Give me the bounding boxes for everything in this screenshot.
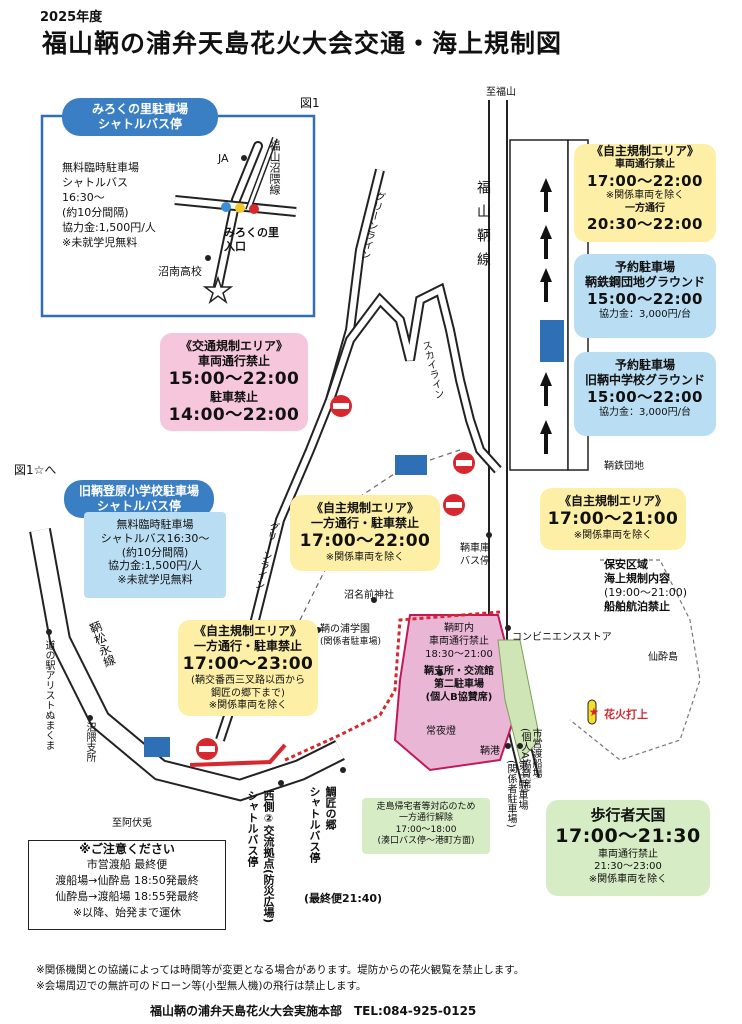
- to-abuto-label: 至阿伏兎: [112, 818, 152, 829]
- west2-label: 西側②交流拠点(防災広場): [262, 790, 275, 924]
- tomo-line-label: 福山鞆線: [475, 180, 491, 276]
- tai-sato-label: 鯛匠の郷: [324, 786, 337, 830]
- tomo-bus-stop: 鞆車庫バス停: [460, 543, 490, 567]
- kaijo-info: 保安区域海上規制内容 (19:00～21:00)船舶航泊禁止: [604, 558, 687, 613]
- last-bus-label: (最終便21:40): [304, 892, 383, 905]
- restriction-route-dashed: [284, 610, 501, 762]
- inset-parking-pill: みろくの里駐車場シャトルバス停: [62, 98, 218, 136]
- callout-yoyaku1: 予約駐車場 鞆鉄鋼団地グラウンド 15:00～22:00 協力金：3,000円/…: [574, 254, 716, 338]
- notice-box: ※ご注意ください 市営渡船 最終便 渡船場→仙酔島 18:50発最終 仙酔島→渡…: [28, 840, 226, 930]
- callout-shima: 走島帰宅者等対応のため一方通行解除 17:00～18:00(湊口バス停～港町方面…: [362, 798, 490, 854]
- callout-kotsu: 《交通規制エリア》 車両通行禁止 15:00～22:00 駐車禁止 14:00～…: [160, 333, 308, 431]
- footer-org: 福山鞆の浦弁天島花火大会実施本部 TEL:084-925-0125: [150, 1004, 477, 1018]
- fig1-link: 図1☆へ: [14, 463, 57, 477]
- shuttle-stop-label: シャトルバス停: [246, 790, 259, 867]
- svg-text:★: ★: [589, 705, 600, 719]
- star-icon: [202, 275, 234, 305]
- ja-label: JA: [218, 152, 229, 165]
- tomocho-info: 鞆町内車両通行禁止 18:30～21:00 鞆支所・交流館 第二駐車場 (個人B…: [424, 623, 494, 703]
- entrance-label: みろくの里入口: [224, 226, 279, 253]
- signal-yellow-icon: [235, 203, 245, 213]
- callout-jishu-right: 《自主規制エリア》 17:00～21:00 ※関係車両を除く: [540, 488, 686, 550]
- fig-label: 図1: [300, 96, 320, 110]
- convenience-label: コンビニエンスストア: [512, 632, 612, 643]
- kyuhou-pill: 旧鞆登原小学校駐車場シャトルバス停: [64, 480, 214, 518]
- school-label: 沼南高校: [158, 265, 202, 278]
- restricted-area-tomocho: [393, 614, 522, 772]
- footer-notes: ※関係機関との協議によっては時間等が変更となる場合があります。堤防からの花火観覧…: [36, 964, 525, 992]
- danchi-block: [509, 139, 569, 471]
- tomo-port-label: 鞆港: [480, 746, 500, 757]
- city-ferry-label: 市営渡船場(個人A協賛席): [519, 728, 541, 793]
- no-entry-icon: [330, 395, 352, 417]
- no-entry-icon: [196, 738, 218, 760]
- inset-route-label: 福山沼隈線: [268, 140, 281, 195]
- parking-icon-2: [395, 455, 427, 475]
- fireworks-label: 花火打上: [604, 708, 648, 721]
- first-parking-label: 第一駐車場(関係者駐車場): [505, 760, 527, 828]
- no-entry-icon: [443, 494, 465, 516]
- restriction-route-left: [189, 743, 287, 767]
- callout-jishu-left: 《自主規制エリア》 一方通行・駐車禁止 17:00～23:00 (鞆交番西三叉路…: [178, 620, 318, 716]
- sanamae-label: 沼名前神社: [344, 590, 394, 601]
- numakuma-branch-label: 沼隈支所: [84, 722, 95, 762]
- shuttle-stop2-label: シャトルバス停: [308, 786, 321, 863]
- tomo-danchi-label: 鞆鉄団地: [604, 461, 644, 472]
- parking-icon-3: [144, 737, 170, 757]
- gakuen-label: 鞆の浦学園(関係者駐車場): [320, 624, 382, 647]
- header-year: 2025年度: [40, 10, 103, 25]
- callout-kyuhou: 無料臨時駐車場シャトルバス16:30～ (約10分間隔)協力金:1,500円/人…: [84, 512, 226, 598]
- callout-jishu-top: 《自主規制エリア》 車両通行禁止 17:00～22:00 ※関係車両を除く 一方…: [574, 144, 716, 242]
- sea-security-zone: [569, 559, 701, 761]
- sensui-label: 仙酔島: [648, 652, 678, 663]
- no-entry-icon: [453, 452, 475, 474]
- page-title: 福山鞆の浦弁天島花火大会交通・海上規制図: [42, 29, 563, 58]
- to-fukuyama-label: 至福山: [486, 87, 516, 98]
- pedestrian-zone: [497, 639, 541, 761]
- signal-blue-icon: [221, 202, 231, 212]
- parking-icon-1: [540, 320, 564, 362]
- jyoyato-label: 常夜燈: [426, 726, 456, 737]
- callout-yoyaku2: 予約駐車場 旧鞆中学校グラウンド 15:00～22:00 協力金：3,000円/…: [574, 352, 716, 436]
- callout-hokosha: 歩行者天国 17:00～21:30 車両通行禁止 21:30～23:00 ※関係…: [546, 800, 710, 896]
- signal-red-icon: [249, 204, 259, 214]
- one-way-arrows: [540, 178, 552, 454]
- callout-jishu-mid: 《自主規制エリア》 一方通行・駐車禁止 17:00～22:00 ※関係車両を除く: [290, 495, 440, 571]
- michinoeki-label: 道の駅アリストぬまくま: [43, 640, 54, 750]
- fireworks-marker: [587, 699, 597, 725]
